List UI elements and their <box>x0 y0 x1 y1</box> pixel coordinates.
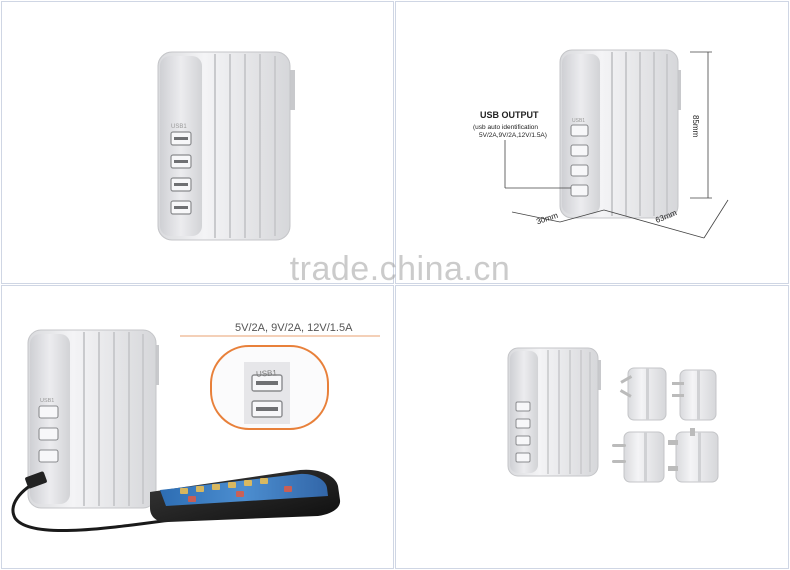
usb-ports <box>170 131 192 215</box>
usb-output-title: USB OUTPUT <box>480 110 539 120</box>
charger-top-right: USB1 <box>504 49 729 239</box>
plug-adapter-au <box>619 367 667 421</box>
watermark: trade.china.cn <box>289 250 511 288</box>
dimension-height: 85mm <box>691 115 700 138</box>
plug-adapter-uk <box>668 428 719 483</box>
svg-text:USB1: USB1 <box>572 118 585 124</box>
smartphone <box>150 469 341 523</box>
voltage-spec-text: 5V/2A, 9V/2A, 12V/1.5A <box>235 322 353 334</box>
charger-front <box>160 56 202 236</box>
charger-top-left: USB1 <box>157 51 295 241</box>
svg-text:USB1: USB1 <box>40 398 54 404</box>
plug-adapter-eu <box>612 431 665 483</box>
usb-output-sub2: 5V/2A,9V/2A,12V/1.5A) <box>479 132 547 139</box>
usb-output-sub1: (usb auto identification <box>473 124 539 131</box>
port-label: USB1 <box>255 368 278 379</box>
charger-bottom-right <box>507 347 719 483</box>
usb-port-tongues <box>174 137 188 209</box>
plug-adapter-us <box>672 369 717 421</box>
charger-bottom-left: USB1 <box>11 329 380 532</box>
usb1-mark: USB1 <box>171 124 187 130</box>
dimension-lines <box>504 51 729 239</box>
charger-ribs <box>214 54 276 238</box>
plug-prong <box>290 70 295 110</box>
